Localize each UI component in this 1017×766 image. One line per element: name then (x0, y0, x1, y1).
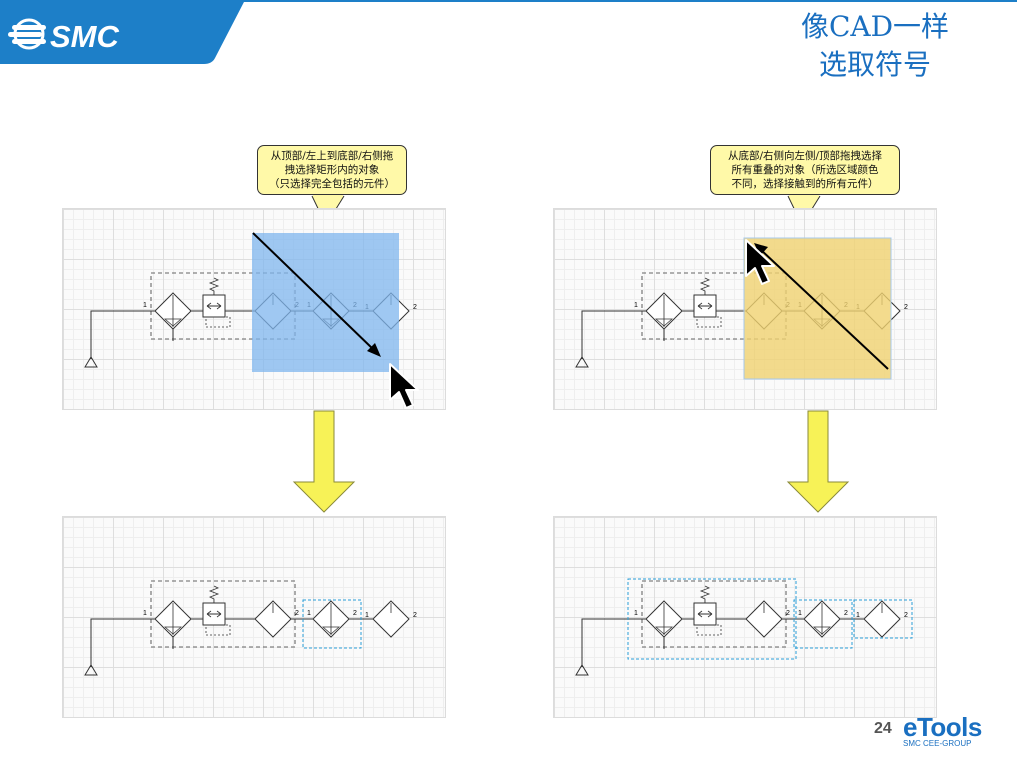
port-label: 1 (143, 302, 147, 309)
port-label: 2 (295, 610, 299, 617)
selected-element-highlight (793, 599, 853, 649)
drag-direction-arrow (252, 232, 381, 357)
logo-text: SMC (50, 19, 120, 54)
callout-left-line2: 拽选择矩形内的对象 (284, 164, 380, 176)
mouse-cursor-icon (389, 363, 419, 409)
callout-left-line3: （只选择完全包括的元件） (269, 178, 395, 190)
diagram-panel-bottom-right[interactable]: 1 2 1 2 1 2 (553, 516, 937, 718)
slide-title-line1: 像CAD一样 (800, 10, 950, 43)
port-label: 2 (353, 610, 357, 617)
selected-element-highlight (853, 599, 913, 639)
smc-logo-icon (8, 18, 46, 50)
top-accent-bar (0, 0, 1017, 2)
callout-right-line3: 不同，选择接触到的所有元件） (731, 178, 879, 190)
smc-logo: SMC (0, 0, 245, 64)
drag-direction-arrow (754, 243, 889, 370)
port-label: 2 (413, 304, 417, 311)
port-label: 2 (904, 304, 908, 311)
etools-subtitle: SMC CEE-GROUP (903, 739, 972, 748)
selected-element-highlight (302, 599, 362, 649)
callout-left-line1: 从顶部/左上到底部/右侧拖 (270, 150, 394, 162)
port-label: 1 (634, 302, 638, 309)
slide-title-line2: 选取符号 (818, 48, 931, 81)
diagram-panel-top-left[interactable]: 1 2 1 2 1 2 (62, 208, 446, 410)
port-label: 2 (786, 610, 790, 617)
callout-left: 从顶部/左上到底部/右侧拖 拽选择矩形内的对象 （只选择完全包括的元件） (257, 145, 407, 195)
etools-logo: eTools (903, 712, 982, 742)
arrow-down-icon (786, 410, 850, 513)
port-label: 2 (413, 612, 417, 619)
port-label: 1 (307, 610, 311, 617)
page-number: 24 (874, 720, 892, 737)
port-label: 1 (798, 610, 802, 617)
callout-right: 从底部/右侧向左侧/顶部拖拽选择 所有重叠的对象（所选区域颜色 不同，选择接触到… (710, 145, 900, 195)
port-label: 2 (904, 612, 908, 619)
slide-title: 像CAD一样 选取符号 (760, 8, 990, 84)
callout-right-line2: 所有重叠的对象（所选区域颜色 (731, 164, 879, 176)
port-label: 1 (143, 610, 147, 617)
port-label: 1 (856, 612, 860, 619)
port-label: 1 (634, 610, 638, 617)
callout-right-line1: 从底部/右侧向左侧/顶部拖拽选择 (727, 150, 883, 162)
port-label: 2 (844, 610, 848, 617)
mouse-cursor-icon (745, 239, 775, 285)
port-label: 1 (365, 612, 369, 619)
arrow-down-icon (292, 410, 356, 513)
selected-element-highlight (627, 578, 797, 660)
diagram-panel-bottom-left[interactable]: 1 2 1 2 1 2 (62, 516, 446, 718)
